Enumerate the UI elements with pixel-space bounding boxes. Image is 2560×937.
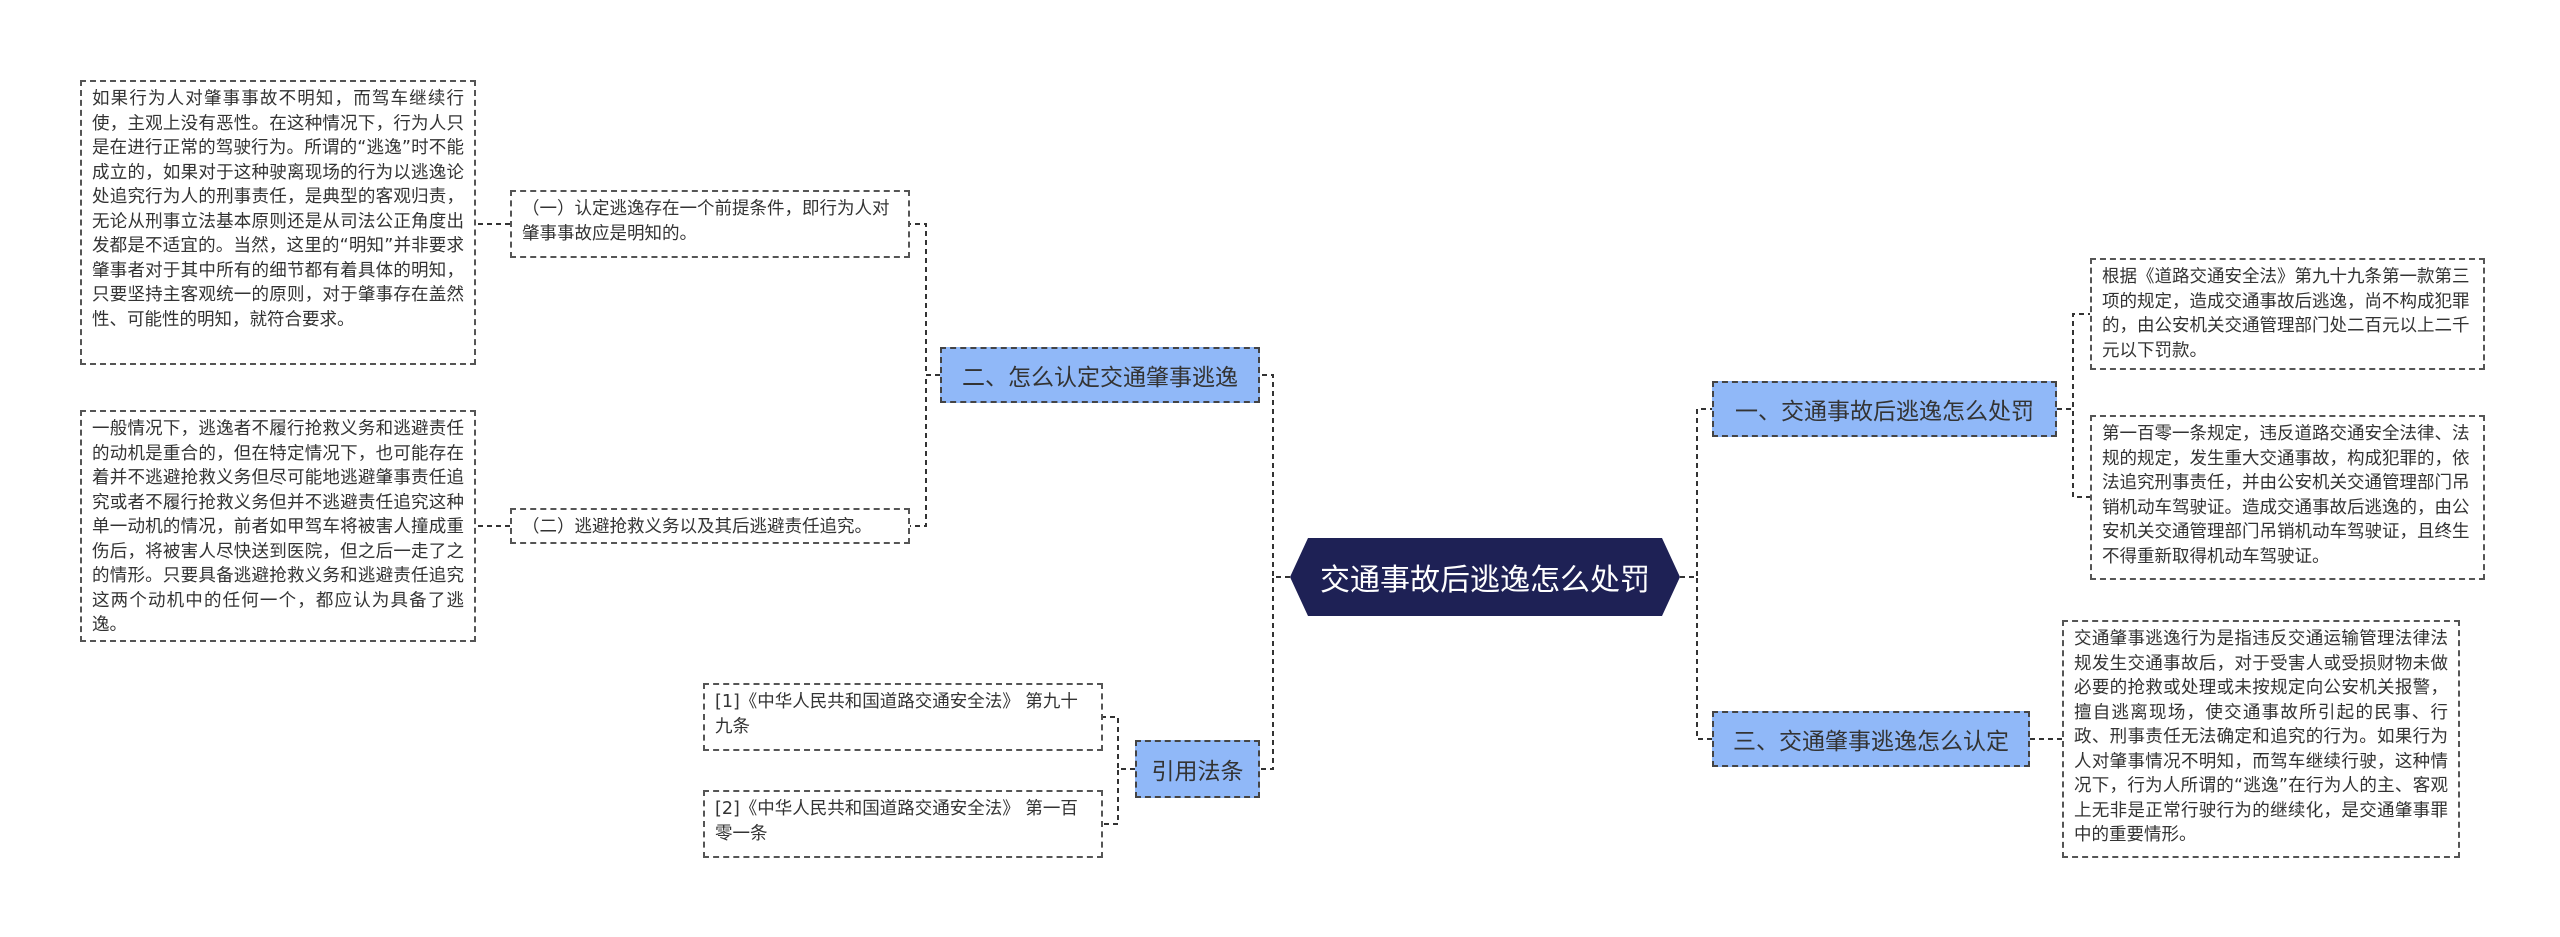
branch-cited-laws[interactable]: 引用法条 [1135,740,1260,798]
escape-definition-detail[interactable]: 交通肇事逃逸行为是指违反交通运输管理法律法规发生交通事故后，对于受害人或受损财物… [2062,620,2460,858]
branch-penalty[interactable]: 一、交通事故后逃逸怎么处罚 [1712,381,2057,437]
leaf-premise-knowledge-detail[interactable]: 如果行为人对肇事事故不明知，而驾车继续行使，主观上没有恶性。在这种情况下，行为人… [80,80,476,365]
link-laws-to-ref1 [1103,716,1135,770]
leaf-evade-rescue-detail[interactable]: 一般情况下，逃逸者不履行抢救义务和逃避责任的动机是重合的，但在特定情况下，也可能… [80,410,476,642]
link-identify-to-premise [910,223,940,376]
leaf-premise-knowledge[interactable]: （一）认定逃逸存在一个前提条件，即行为人对肇事事故应是明知的。 [510,190,910,258]
root-shape [1290,538,1680,616]
leaf-evade-rescue[interactable]: （二）逃避抢救义务以及其后逃避责任追究。 [510,508,910,544]
link-root-to-penalty [1680,408,1712,578]
branch-identify-escape[interactable]: 二、怎么认定交通肇事逃逸 [940,347,1260,403]
link-laws-to-ref2 [1103,768,1135,825]
ref-article-101[interactable]: [2]《中华人民共和国道路交通安全法》 第一百零一条 [703,790,1103,858]
link-identify-to-evade [910,374,940,527]
link-penalty-to-item1 [2057,313,2090,410]
root-label: 交通事故后逃逸怎么处罚 [1320,563,1650,598]
link-root-to-cited-laws [1260,576,1290,770]
link-penalty-to-item2 [2057,408,2090,498]
link-root-to-escape-def [1680,576,1712,740]
root-node[interactable]: 交通事故后逃逸怎么处罚 [1290,538,1680,616]
penalty-article-101[interactable]: 第一百零一条规定，违反道路交通安全法律、法规的规定，发生重大交通事故，构成犯罪的… [2090,415,2485,580]
link-root-to-identify [1260,374,1290,578]
penalty-article-99[interactable]: 根据《道路交通安全法》第九十九条第一款第三项的规定，造成交通事故后逃逸，尚不构成… [2090,258,2485,370]
ref-article-99[interactable]: [1]《中华人民共和国道路交通安全法》 第九十九条 [703,683,1103,751]
branch-escape-definition[interactable]: 三、交通肇事逃逸怎么认定 [1712,711,2030,767]
